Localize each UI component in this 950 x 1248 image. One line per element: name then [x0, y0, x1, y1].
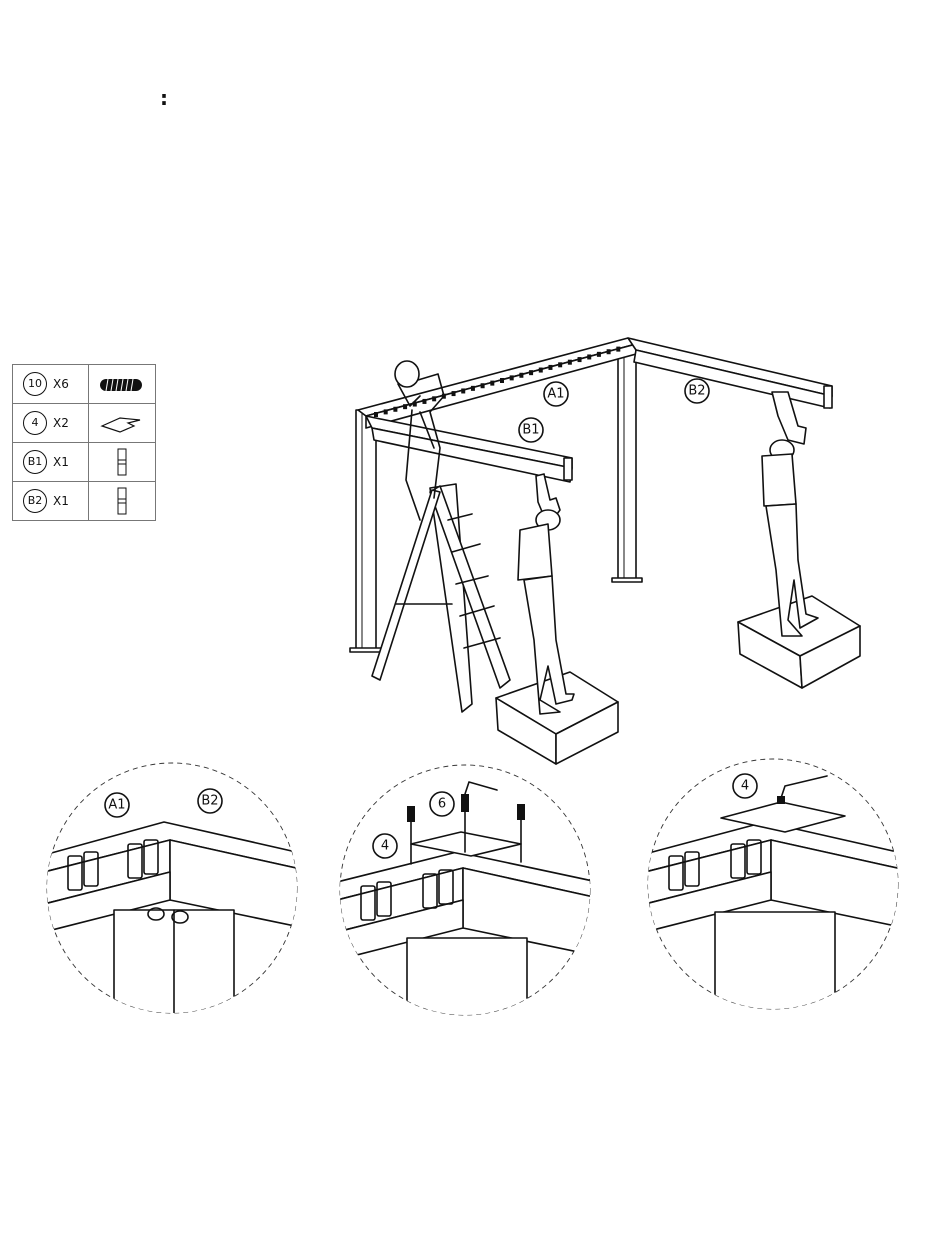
detail1-b2-text: B2: [201, 794, 218, 809]
detail1-a1-text: A1: [108, 798, 125, 813]
detail3-label-4: 4: [733, 774, 757, 798]
detail2-label-4: 4: [373, 834, 397, 858]
label-b2: B2: [685, 379, 709, 403]
detail2-label-6: 6: [430, 792, 454, 816]
detail1-label-a1: A1: [105, 793, 129, 817]
detail-view-3: 4: [645, 756, 905, 1016]
label-b1-text: B1: [522, 423, 539, 438]
label-a1: A1: [544, 382, 568, 406]
label-b1: B1: [519, 418, 543, 442]
detail2-four-text: 4: [381, 839, 389, 854]
front-post: [350, 410, 382, 652]
label-a1-text: A1: [547, 387, 564, 402]
label-b2-text: B2: [688, 384, 705, 399]
detail1-label-b2: B2: [198, 789, 222, 813]
detail2-six-text: 6: [438, 797, 446, 812]
detail-view-1: A1 B2: [44, 760, 304, 1020]
detail-view-2: 6 4: [337, 762, 597, 1022]
ladder: [372, 484, 510, 712]
detail3-four-text: 4: [741, 779, 749, 794]
back-post: [612, 348, 642, 582]
beam-b2: [628, 338, 832, 408]
